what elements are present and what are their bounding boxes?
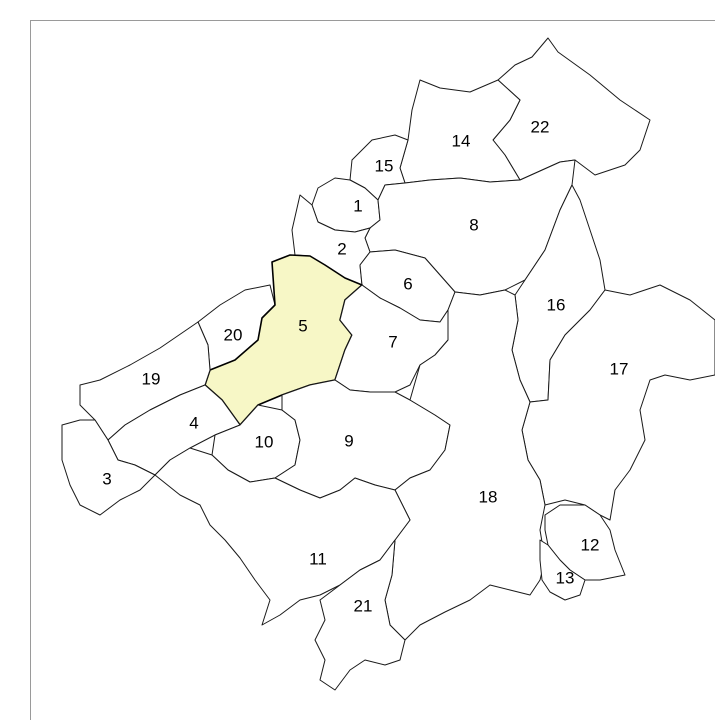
region-label-10: 10: [255, 432, 274, 451]
map-frame: [30, 20, 715, 720]
region-label-21: 21: [354, 596, 373, 615]
region-18[interactable]: [384, 289, 546, 641]
region-label-8: 8: [469, 215, 478, 234]
region-label-12: 12: [581, 535, 600, 554]
region-label-6: 6: [403, 274, 412, 293]
region-22[interactable]: [492, 37, 651, 181]
region-label-5: 5: [298, 316, 307, 335]
region-label-13: 13: [556, 568, 575, 587]
region-label-16: 16: [547, 295, 566, 314]
region-13[interactable]: [539, 539, 586, 601]
region-label-1: 1: [353, 196, 362, 215]
region-3[interactable]: [61, 419, 156, 516]
region-label-18: 18: [479, 487, 498, 506]
region-label-4: 4: [189, 413, 198, 432]
region-label-7: 7: [388, 332, 397, 351]
region-label-22: 22: [531, 117, 550, 136]
region-label-9: 9: [344, 431, 353, 450]
region-label-14: 14: [452, 131, 471, 150]
region-17[interactable]: [521, 284, 715, 521]
region-21[interactable]: [314, 539, 406, 691]
region-label-11: 11: [309, 549, 327, 568]
region-label-17: 17: [610, 359, 629, 378]
region-label-3: 3: [102, 469, 111, 488]
region-label-2: 2: [337, 239, 346, 258]
region-label-19: 19: [142, 369, 161, 388]
region-label-15: 15: [375, 156, 394, 175]
region-label-20: 20: [224, 325, 243, 344]
